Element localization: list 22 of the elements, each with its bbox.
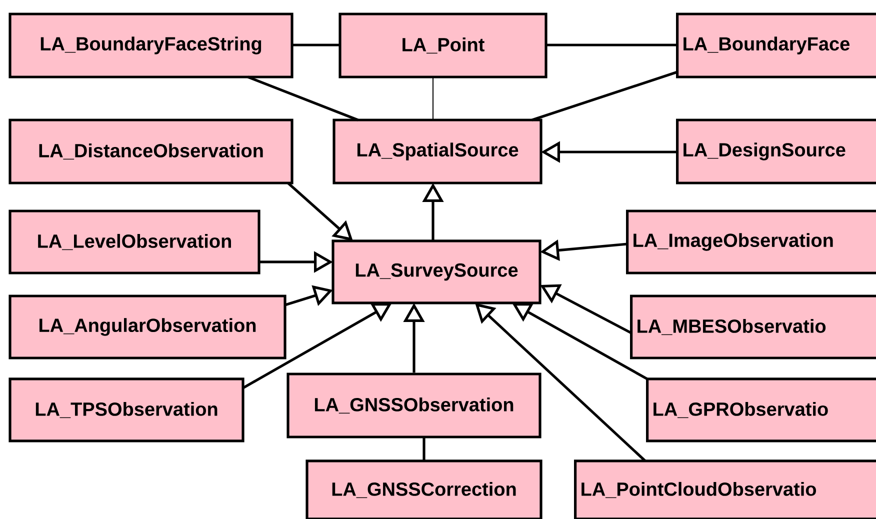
class-box: LA_DesignSource bbox=[676, 118, 876, 184]
class-box: LA_Point bbox=[338, 12, 548, 78]
class-box: LA_SurveySource bbox=[332, 240, 542, 304]
association-line bbox=[532, 70, 678, 122]
class-box: LA_BoundaryFaceString bbox=[8, 12, 294, 78]
association-line bbox=[292, 44, 340, 46]
class-box: LA_TPSObservation bbox=[8, 378, 244, 442]
class-box: LA_GNSSObservation bbox=[286, 372, 542, 438]
class-box: LA_AngularObservation bbox=[8, 294, 286, 360]
class-box: LA_GPRObservatio bbox=[646, 378, 876, 442]
class-box: LA_ImageObservation bbox=[626, 210, 876, 274]
association-line bbox=[248, 76, 358, 122]
association-line bbox=[546, 44, 678, 46]
class-box: LA_LevelObservation bbox=[8, 210, 260, 274]
association-line bbox=[432, 76, 434, 120]
class-box: LA_MBESObservatio bbox=[630, 294, 876, 360]
class-box: LA_PointCloudObservatio bbox=[574, 460, 876, 519]
class-box: LA_BoundaryFace bbox=[676, 12, 876, 78]
class-box: LA_GNSSCorrection bbox=[306, 460, 542, 519]
class-box: LA_DistanceObservation bbox=[8, 118, 294, 184]
class-box: LA_SpatialSource bbox=[332, 118, 542, 184]
association-line bbox=[422, 437, 426, 461]
